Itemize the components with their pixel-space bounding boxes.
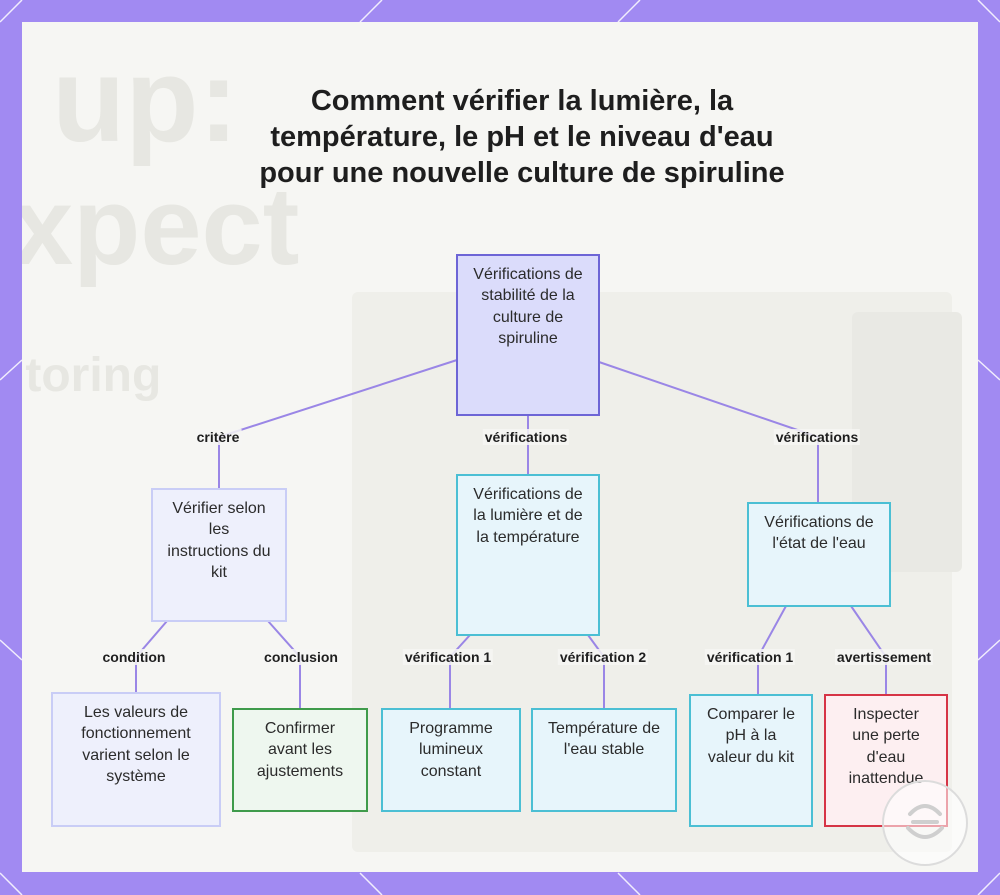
node-water-state: Vérifications de l'état de l'eau xyxy=(747,502,891,607)
node-confirm-label: Confirmer avant les ajustements xyxy=(256,720,344,780)
node-values-vary-label: Les valeurs de fonctionnement varient se… xyxy=(81,704,191,785)
edge-label-verification2: vérification 2 xyxy=(557,649,649,665)
edge-label-condition: condition xyxy=(100,649,168,665)
node-instructions-label: Vérifier selon les instructions du kit xyxy=(167,500,271,581)
edge-label-verification1-center: vérification 1 xyxy=(402,649,494,665)
diagram-title: Comment vérifier la lumière, la températ… xyxy=(259,85,785,189)
node-root-label: Vérifications de stabilité de la culture… xyxy=(473,266,583,347)
edge-label-conclusion: conclusion xyxy=(262,649,340,665)
node-values-vary: Les valeurs de fonctionnement varient se… xyxy=(51,692,221,827)
edge-label-critere: critère xyxy=(194,429,242,445)
edge-verification1-center xyxy=(449,634,471,709)
edge-verification2 xyxy=(587,634,605,709)
node-compare-ph: Comparer le pH à la valeur du kit xyxy=(689,694,813,827)
edge-critere xyxy=(218,359,458,489)
edge-label-verifications-right: vérifications xyxy=(773,429,861,445)
background-word-3: itoring xyxy=(22,349,162,402)
background-word-1: up: xyxy=(52,33,239,167)
node-confirm: Confirmer avant les ajustements xyxy=(232,708,368,812)
node-light-program: Programme lumineux constant xyxy=(381,708,521,812)
node-root: Vérifications de stabilité de la culture… xyxy=(456,254,600,416)
node-light-program-label: Programme lumineux constant xyxy=(409,720,493,780)
edge-conclusion xyxy=(267,620,301,709)
node-compare-ph-label: Comparer le pH à la valeur du kit xyxy=(706,706,796,766)
edge-label-verifications-center: vérifications xyxy=(482,429,570,445)
edge-label-avertissement: avertissement xyxy=(834,649,934,665)
node-water-temperature: Température de l'eau stable xyxy=(531,708,677,812)
recycle-stamp-icon xyxy=(882,780,968,866)
node-light-temperature-label: Vérifications de la lumière et de la tem… xyxy=(473,486,583,546)
edge-label-verification1-right: vérification 1 xyxy=(704,649,796,665)
node-water-loss-label: Inspecter une perte d'eau inattendue xyxy=(848,706,924,787)
node-water-temperature-label: Température de l'eau stable xyxy=(547,720,661,759)
node-water-state-label: Vérifications de l'état de l'eau xyxy=(764,514,874,553)
node-light-temperature: Vérifications de la lumière et de la tem… xyxy=(456,474,600,636)
node-instructions: Vérifier selon les instructions du kit xyxy=(151,488,287,622)
background-word-2: xpect xyxy=(22,165,300,288)
